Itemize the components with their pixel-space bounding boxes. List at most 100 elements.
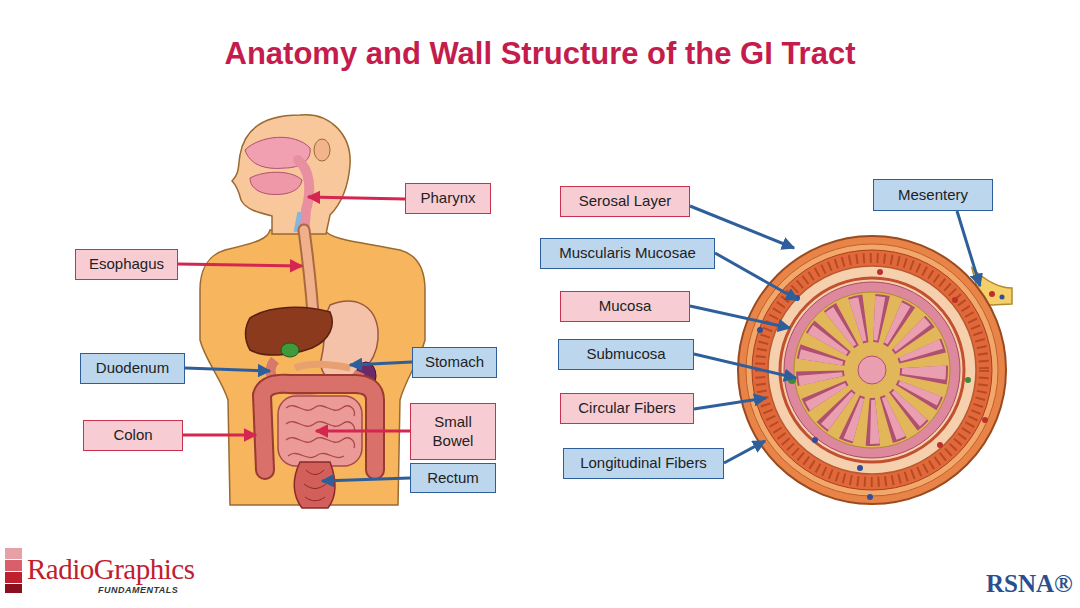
node-text-group: Longitudinal Fibers [580, 454, 707, 473]
label-box-pink: Small Bowel [410, 403, 496, 460]
vessel-dots-part [867, 494, 873, 500]
label-text: Stomach [425, 353, 484, 372]
colon-frame-part [262, 384, 375, 470]
label-text: Serosal Layer [579, 192, 672, 211]
leader-arrows-part [957, 211, 980, 286]
mesentery-fan-part [989, 291, 995, 297]
bowel-cross-section-part [848, 346, 896, 394]
node-text-group: Colon [113, 426, 152, 445]
node-text-group: Serosal Layer [579, 192, 672, 211]
label-box-blue: Longitudinal Fibers [563, 448, 724, 479]
label-text: Pharynx [420, 189, 475, 208]
label-box-blue: Duodenum [80, 353, 185, 384]
label-box-blue: Submucosa [558, 339, 694, 370]
label-text: Circular Fibers [578, 399, 676, 418]
label-text: Duodenum [96, 359, 169, 378]
bowel-cross-section-part [780, 278, 964, 462]
colon-frame-part [262, 384, 375, 470]
rectum-part [294, 462, 335, 508]
body-silhouette-part [314, 139, 330, 161]
node-text-group: Small Bowel [425, 413, 481, 451]
logo-squares [5, 548, 22, 593]
label-text: Esophagus [89, 255, 164, 274]
label-box-blue: Mesentery [873, 179, 993, 211]
leader-arrows-part [350, 362, 412, 365]
bowel-cross-section-part [752, 250, 992, 490]
leader-arrows [178, 197, 980, 481]
logo-squares-part [5, 572, 22, 583]
rectum-part [304, 470, 326, 501]
label-box-pink: Mucosa [560, 291, 690, 322]
leader-arrows-part [715, 253, 798, 300]
leader-arrows-part [694, 398, 766, 409]
body-silhouette [200, 115, 425, 505]
label-text: Mucosa [599, 297, 652, 316]
label-box-pink: Colon [83, 420, 183, 451]
head-cavities-part [250, 172, 302, 194]
logo-subtitle: FUNDAMENTALS [98, 585, 178, 595]
mesentery-fan-part [1000, 295, 1005, 300]
vessel-dots-part [857, 465, 863, 471]
vessel-dots-part [877, 269, 883, 275]
leader-arrows-part [322, 478, 410, 481]
diagram-title: Anatomy and Wall Structure of the GI Tra… [0, 36, 1080, 72]
bowel-cross-section-part [768, 266, 976, 474]
leader-arrows-part [178, 264, 302, 266]
leader-arrows-part [185, 368, 270, 371]
bowel-cross-section-part [794, 292, 950, 448]
label-box-pink: Esophagus [75, 249, 178, 280]
bowel-cross-section-part [738, 236, 1006, 504]
vessel-dots-part [937, 442, 943, 448]
vessel-dots-part [812, 437, 818, 443]
label-box-pink: Serosal Layer [560, 186, 690, 217]
node-text-group: Stomach [425, 353, 484, 372]
vessel-dots-part [982, 417, 988, 423]
node-text-group: Circular Fibers [578, 399, 676, 418]
label-text: Colon [113, 426, 152, 445]
upper-abdominal-organs-part [295, 364, 350, 368]
vessel-dots [757, 269, 988, 500]
leader-arrows-part [694, 354, 796, 378]
label-box-blue: Rectum [410, 463, 496, 493]
logo-squares-part [5, 584, 22, 593]
leader-arrows-part [316, 430, 410, 433]
leader-arrows-part [690, 306, 790, 328]
label-box-pink: Circular Fibers [560, 393, 694, 424]
vessel-dots-part [965, 377, 971, 383]
bowel-cross-section-part [820, 318, 924, 422]
label-text: Longitudinal Fibers [580, 454, 707, 473]
label-box-blue: Muscularis Mucosae [540, 238, 715, 269]
bowel-cross-section-part [820, 318, 924, 422]
label-text: Small Bowel [425, 413, 481, 451]
upper-abdominal-organs-part [281, 343, 299, 357]
label-text: Muscularis Mucosae [559, 244, 696, 263]
label-box-pink: Pharynx [405, 183, 491, 214]
node-text-group: Submucosa [586, 345, 665, 364]
colon-frame [262, 384, 375, 470]
bowel-cross-section-part [760, 258, 984, 482]
node-text-group: Esophagus [89, 255, 164, 274]
rectum [294, 462, 335, 508]
society-logo: RSNA® [986, 570, 1073, 598]
logo-squares-part [5, 548, 22, 559]
logo-wordmark: RadioGraphics [27, 553, 194, 586]
leader-arrows-part [724, 441, 765, 463]
label-text: Rectum [427, 469, 479, 488]
vessel-dots-part [952, 297, 958, 303]
leader-arrows-part [183, 434, 256, 437]
label-box-blue: Stomach [412, 347, 497, 378]
node-text-group: Mucosa [599, 297, 652, 316]
node-text-group: Pharynx [420, 189, 475, 208]
logo-squares-part [5, 560, 22, 571]
label-text: Mesentery [898, 186, 968, 205]
node-text-group: Rectum [427, 469, 479, 488]
head-cavities [245, 137, 310, 236]
label-text: Submucosa [586, 345, 665, 364]
vessel-dots-part [757, 327, 763, 333]
leader-arrows-part [308, 197, 405, 199]
node-text-group: Mesentery [898, 186, 968, 205]
bowel-cross-section-part [858, 356, 886, 384]
node-text-group: Muscularis Mucosae [559, 244, 696, 263]
